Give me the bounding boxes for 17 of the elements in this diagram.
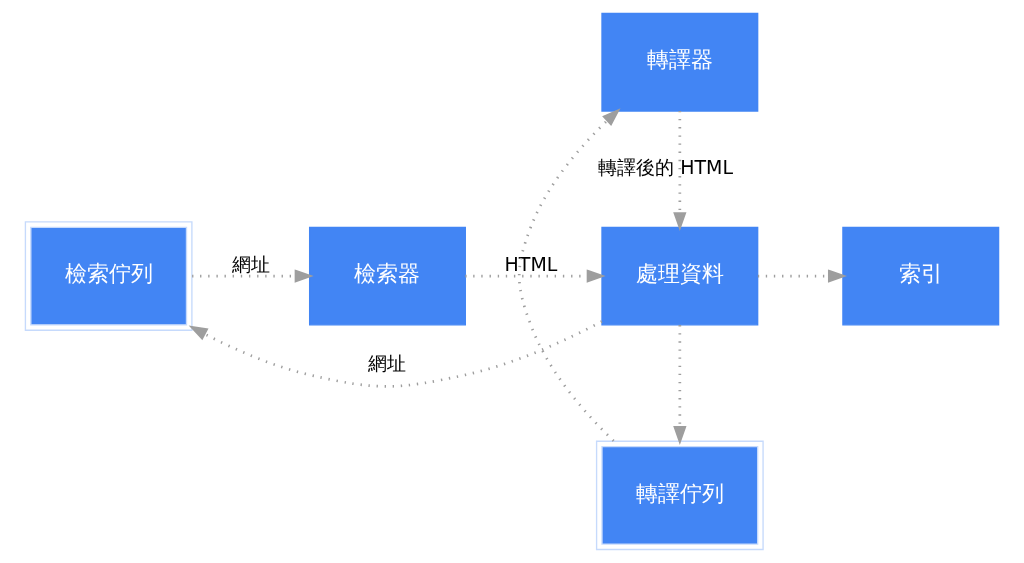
arrow: [188, 320, 603, 388]
edge-label: HTML: [504, 252, 558, 275]
node-box: 索引: [842, 226, 1000, 326]
node-box: 轉譯佇列: [595, 440, 764, 551]
edge-label: 轉譯後的 HTML: [598, 156, 733, 179]
node-box: 檢索器: [308, 226, 466, 326]
arrow: [517, 108, 621, 442]
node-box: 轉譯器: [601, 12, 759, 112]
edge-label: 網址: [368, 351, 407, 374]
node-box: 檢索佇列: [24, 221, 193, 331]
arrow: [673, 111, 687, 232]
arrow: [757, 269, 847, 283]
edge-label: 網址: [231, 252, 270, 275]
arrow: [192, 269, 314, 283]
arrow: [465, 269, 606, 283]
node-box: 處理資料: [601, 226, 759, 326]
arrow: [673, 325, 687, 446]
